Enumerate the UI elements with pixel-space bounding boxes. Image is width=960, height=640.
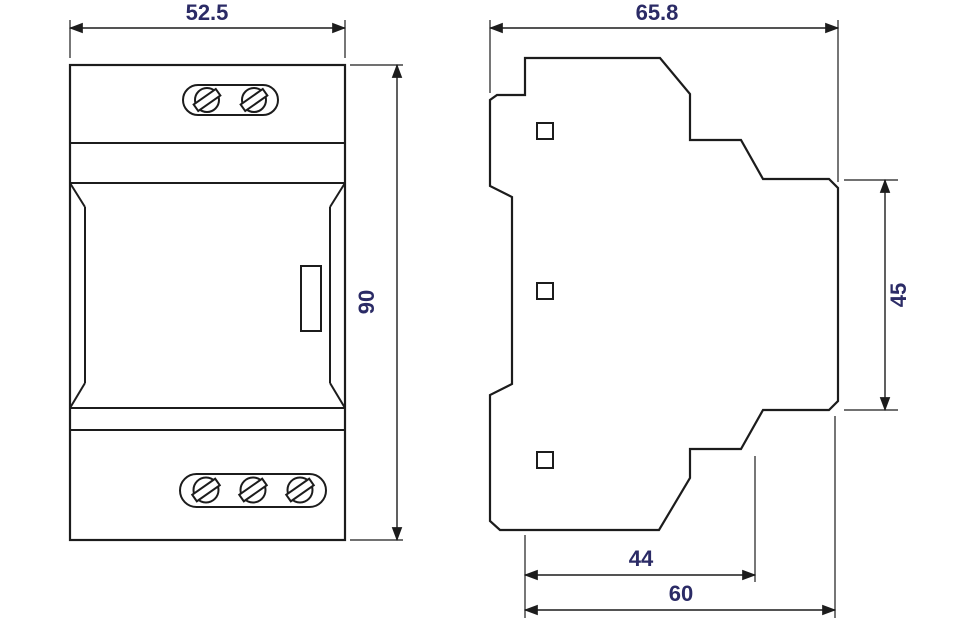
screw-icon <box>190 476 222 504</box>
front-body-outline <box>68 63 347 542</box>
terminal-slot-outline <box>179 473 327 508</box>
front-chamfer-tr <box>329 182 346 208</box>
dimension-label-front-height: 90 <box>354 290 379 314</box>
side-clip-square-top <box>536 122 554 140</box>
dimension-side-bottom-inner: 44 <box>523 456 757 582</box>
dimension-label-side-bottom-outer: 60 <box>669 581 693 606</box>
side-profile-outline <box>488 56 840 532</box>
screw-icon <box>239 87 269 113</box>
dimension-side-depth: 65.8 <box>488 0 840 182</box>
front-terminal-top <box>182 84 279 116</box>
screw-icon <box>284 476 316 504</box>
side-clip-square-bottom <box>536 451 554 469</box>
front-chamfer-br <box>329 382 346 409</box>
terminal-slot-outline <box>182 84 279 116</box>
dimension-front-height: 90 <box>350 63 403 542</box>
dimension-label-side-depth: 65.8 <box>636 0 679 25</box>
dimension-side-face-height: 45 <box>844 178 911 412</box>
dimension-side-bottom-outer: 60 <box>523 416 837 618</box>
front-chamfer-tl <box>69 182 86 208</box>
front-view: 52.5 90 <box>68 0 403 542</box>
side-clip-square-middle <box>536 282 554 300</box>
front-terminal-bottom <box>179 473 327 508</box>
dimension-label-side-face-height: 45 <box>886 283 911 307</box>
screw-icon <box>192 87 222 113</box>
front-label-window <box>300 265 322 332</box>
side-view: 65.8 45 44 60 <box>488 0 911 618</box>
screw-icon <box>237 476 269 504</box>
dimension-label-front-width: 52.5 <box>186 0 229 25</box>
front-chamfer-bl <box>69 382 86 409</box>
dimension-label-side-bottom-inner: 44 <box>629 546 654 571</box>
dimension-front-width: 52.5 <box>68 0 347 58</box>
